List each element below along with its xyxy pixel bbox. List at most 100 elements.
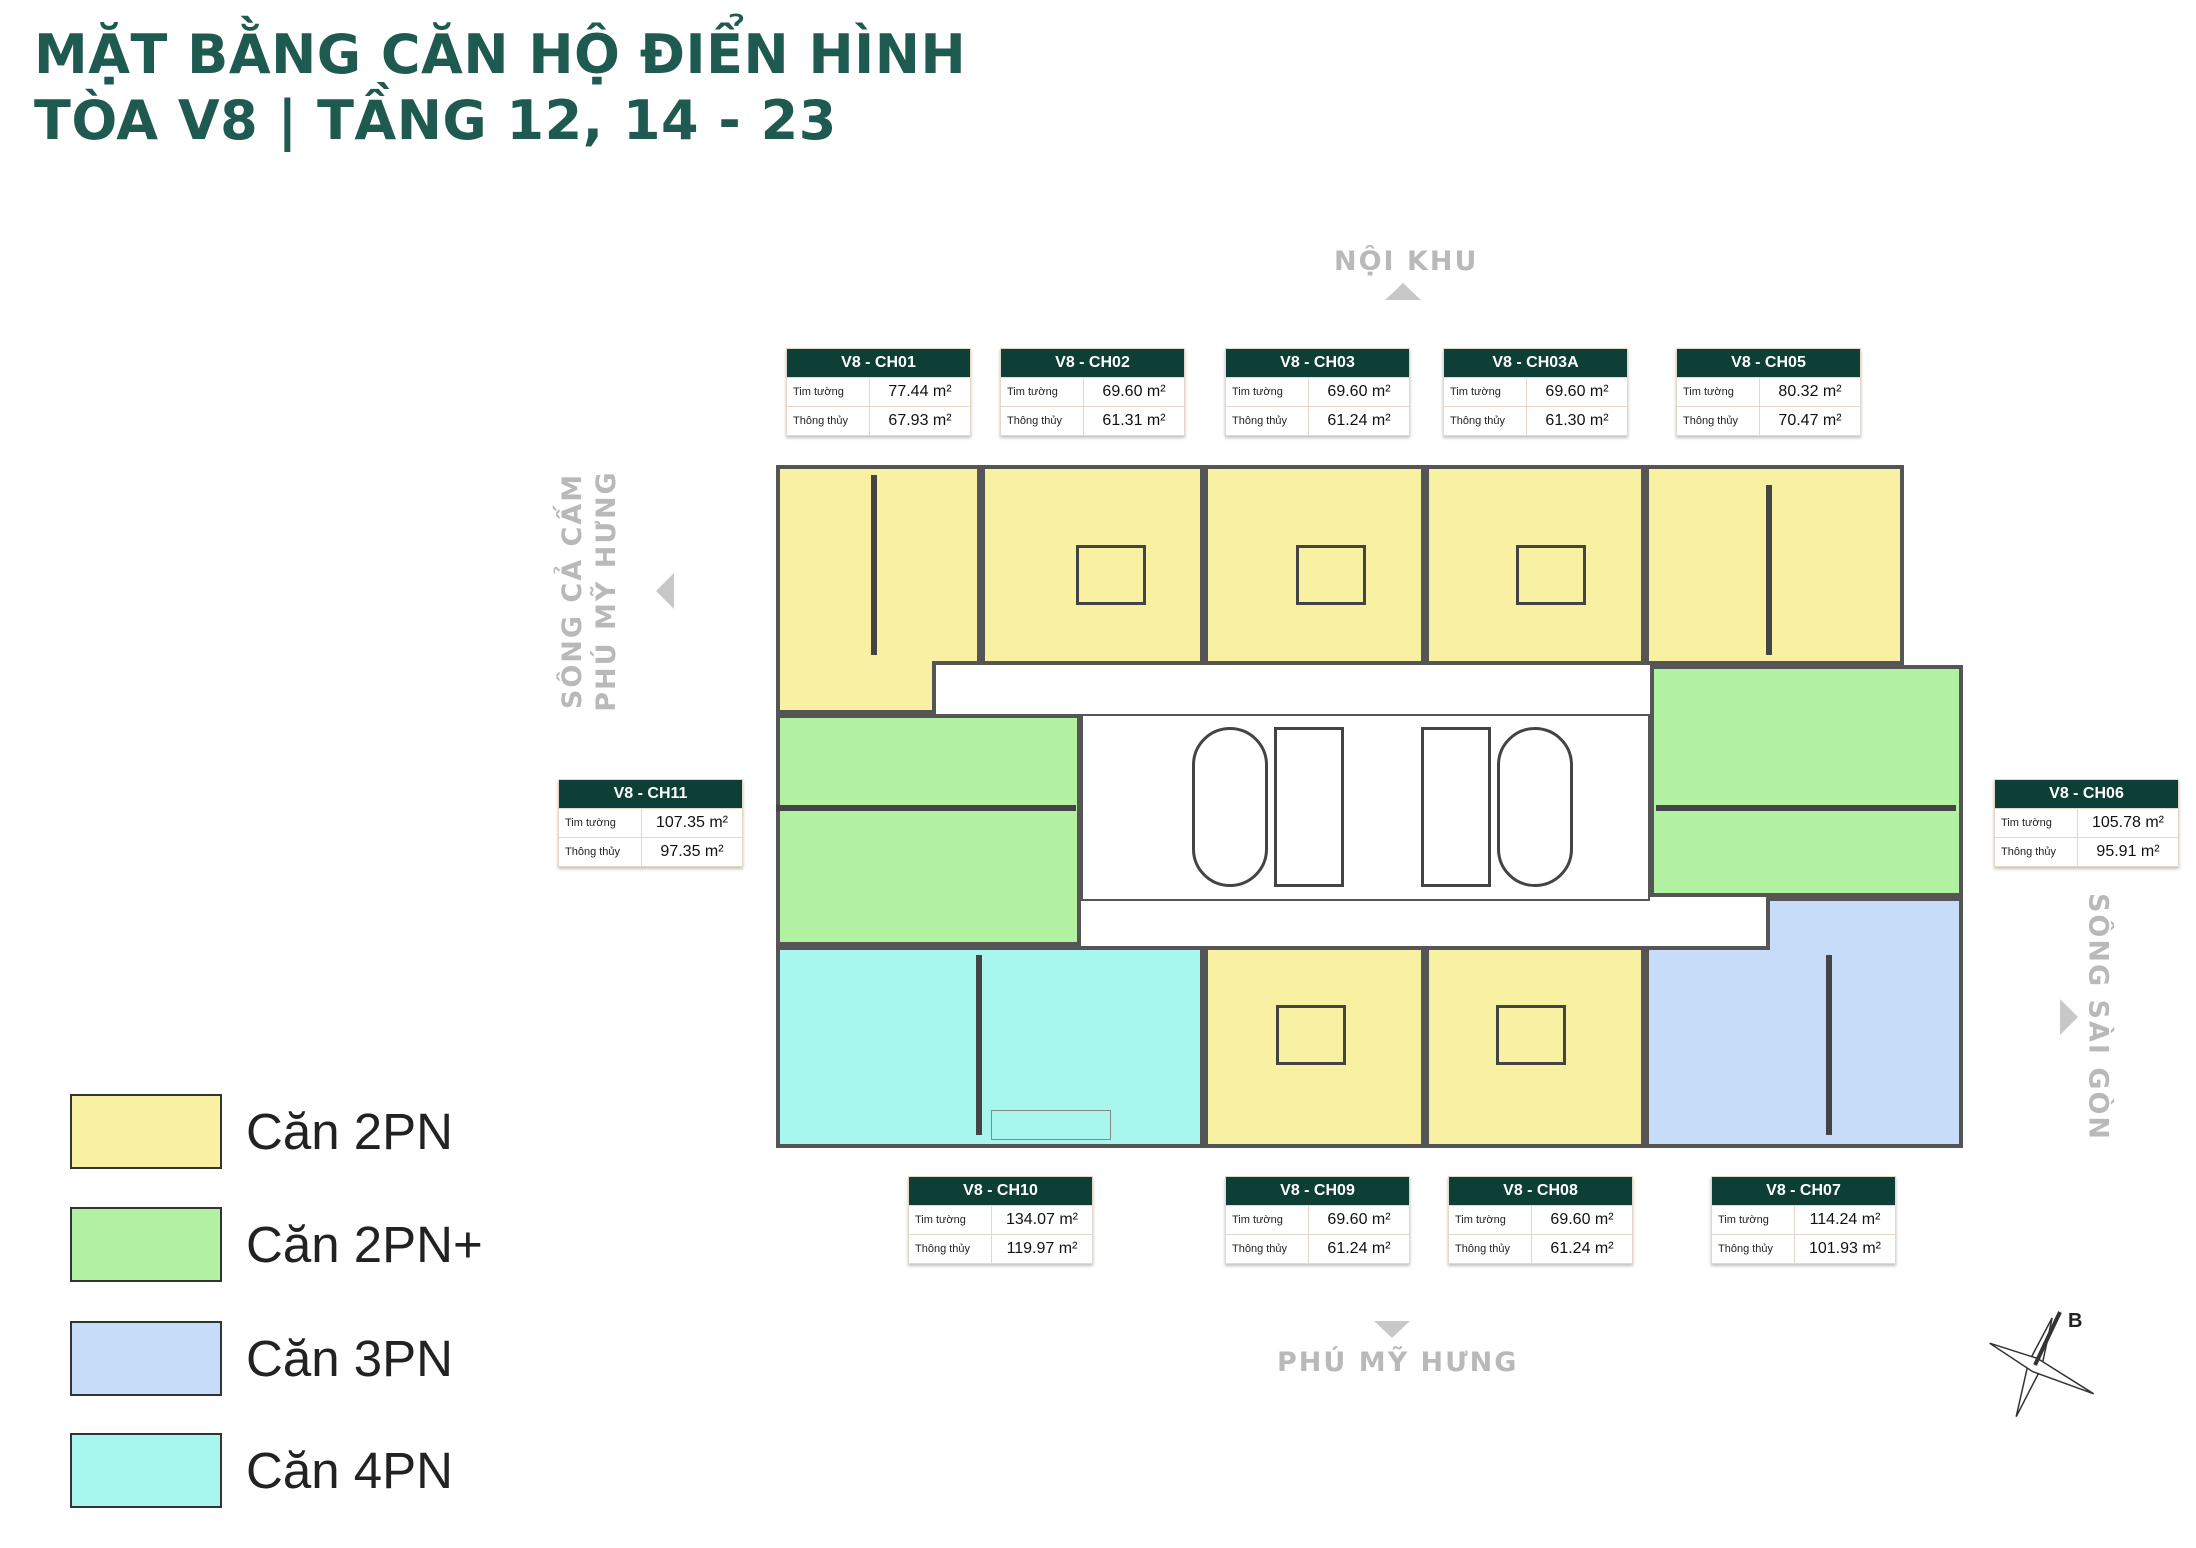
legend-swatch — [70, 1433, 222, 1508]
wall-area-label: Tim tường — [1001, 378, 1084, 406]
unit-ch10[interactable] — [776, 946, 1204, 1148]
clear-area-row: Thông thủy 97.35 m² — [559, 837, 742, 866]
elevator-right — [1421, 727, 1491, 887]
unit-ch07-upper — [1766, 897, 1963, 950]
clear-area-value: 70.47 m² — [1778, 412, 1842, 429]
clear-area-value: 61.31 m² — [1102, 412, 1166, 429]
interior-wall — [1826, 955, 1832, 1135]
clear-area-label: Thông thủy — [787, 407, 870, 435]
balcony — [991, 1110, 1111, 1140]
clear-area-value: 61.24 m² — [1327, 1240, 1391, 1257]
clear-area-row: Thông thủy 70.47 m² — [1677, 406, 1860, 435]
clear-area-value: 61.24 m² — [1327, 412, 1391, 429]
wall-area-row: Tim tường 69.60 m² — [1444, 377, 1627, 406]
wall-area-value: 69.60 m² — [1102, 383, 1166, 400]
clear-area-value: 101.93 m² — [1808, 1240, 1882, 1257]
wall-area-value: 107.35 m² — [655, 814, 729, 831]
unit-ch07[interactable] — [1645, 946, 1963, 1148]
unit-ch01-lower — [776, 661, 936, 714]
legend-label: Căn 2PN — [246, 1103, 453, 1160]
wall-area-label: Tim tường — [1995, 809, 2078, 837]
legend-label: Căn 2PN+ — [246, 1216, 483, 1273]
clear-area-row: Thông thủy 61.24 m² — [1449, 1234, 1632, 1263]
unit-id: V8 - CH01 — [787, 349, 970, 377]
legend-label: Căn 3PN — [246, 1330, 453, 1387]
unit-id: V8 - CH03 — [1226, 349, 1409, 377]
unit-ch03a[interactable] — [1425, 465, 1645, 665]
clear-area-label: Thông thủy — [559, 838, 642, 866]
unit-id: V8 - CH06 — [1995, 780, 2178, 808]
wall-area-label: Tim tường — [1449, 1206, 1532, 1234]
clear-area-label: Thông thủy — [909, 1235, 992, 1263]
interior-wall — [1276, 1005, 1346, 1065]
interior-wall — [1296, 545, 1366, 605]
unit-label-ch03: V8 - CH03 Tim tường 69.60 m² Thông thủy 61… — [1225, 348, 1410, 436]
wall-area-row: Tim tường 105.78 m² — [1995, 808, 2178, 837]
wall-area-value: 114.24 m² — [1809, 1211, 1881, 1228]
wall-area-label: Tim tường — [1226, 378, 1309, 406]
clear-area-value: 61.24 m² — [1550, 1240, 1614, 1257]
interior-wall — [1656, 805, 1956, 811]
unit-ch11[interactable] — [776, 714, 1081, 946]
clear-area-label: Thông thủy — [1444, 407, 1527, 435]
clear-area-label: Thông thủy — [1226, 407, 1309, 435]
stair-right — [1497, 727, 1573, 887]
wall-area-value: 69.60 m² — [1545, 383, 1609, 400]
interior-wall — [976, 955, 982, 1135]
wall-area-label: Tim tường — [787, 378, 870, 406]
wall-area-value: 134.07 m² — [1005, 1211, 1079, 1228]
clear-area-value: 97.35 m² — [660, 843, 724, 860]
wall-area-label: Tim tường — [559, 809, 642, 837]
unit-ch09[interactable] — [1204, 946, 1425, 1148]
wall-area-label: Tim tường — [1444, 378, 1527, 406]
compass-rose: B — [1980, 1310, 2110, 1430]
wall-area-label: Tim tường — [1677, 378, 1760, 406]
title-line-2: TÒA V8 | TẦNG 12, 14 - 23 — [34, 89, 837, 152]
wall-area-value: 80.32 m² — [1778, 383, 1842, 400]
compass-north-letter: B — [2068, 1310, 2083, 1332]
wall-area-value: 69.60 m² — [1327, 383, 1391, 400]
interior-wall — [1076, 545, 1146, 605]
wall-area-row: Tim tường 69.60 m² — [1001, 377, 1184, 406]
legend-swatch — [70, 1321, 222, 1396]
legend-swatch — [70, 1207, 222, 1282]
clear-area-label: Thông thủy — [1226, 1235, 1309, 1263]
wall-area-value: 105.78 m² — [2091, 814, 2165, 831]
clear-area-row: Thông thủy 61.24 m² — [1226, 406, 1409, 435]
clear-area-label: Thông thủy — [1677, 407, 1760, 435]
unit-ch05[interactable] — [1645, 465, 1904, 665]
stair-left — [1192, 727, 1268, 887]
wall-area-row: Tim tường 107.35 m² — [559, 808, 742, 837]
clear-area-value: 95.91 m² — [2096, 843, 2160, 860]
unit-id: V8 - CH08 — [1449, 1177, 1632, 1205]
clear-area-row: Thông thủy 61.24 m² — [1226, 1234, 1409, 1263]
interior-wall — [1516, 545, 1586, 605]
wall-area-label: Tim tường — [1712, 1206, 1795, 1234]
interior-wall — [1496, 1005, 1566, 1065]
unit-ch08[interactable] — [1425, 946, 1645, 1148]
clear-area-label: Thông thủy — [1449, 1235, 1532, 1263]
unit-ch01[interactable] — [776, 465, 981, 665]
direction-right-label: SÔNG SÀI GÒN — [2083, 893, 2114, 1141]
unit-id: V8 - CH07 — [1712, 1177, 1895, 1205]
wall-area-row: Tim tường 80.32 m² — [1677, 377, 1860, 406]
page-title: MẶT BẰNG CĂN HỘ ĐIỂN HÌNH TÒA V8 | TẦNG … — [34, 22, 966, 154]
unit-ch06[interactable] — [1650, 665, 1963, 897]
wall-area-value: 69.60 m² — [1327, 1211, 1391, 1228]
unit-ch03[interactable] — [1204, 465, 1425, 665]
wall-area-value: 77.44 m² — [888, 383, 952, 400]
interior-wall — [871, 475, 877, 655]
direction-right-text: SÔNG SÀI GÒN — [2082, 892, 2114, 1142]
unit-ch02[interactable] — [981, 465, 1204, 665]
